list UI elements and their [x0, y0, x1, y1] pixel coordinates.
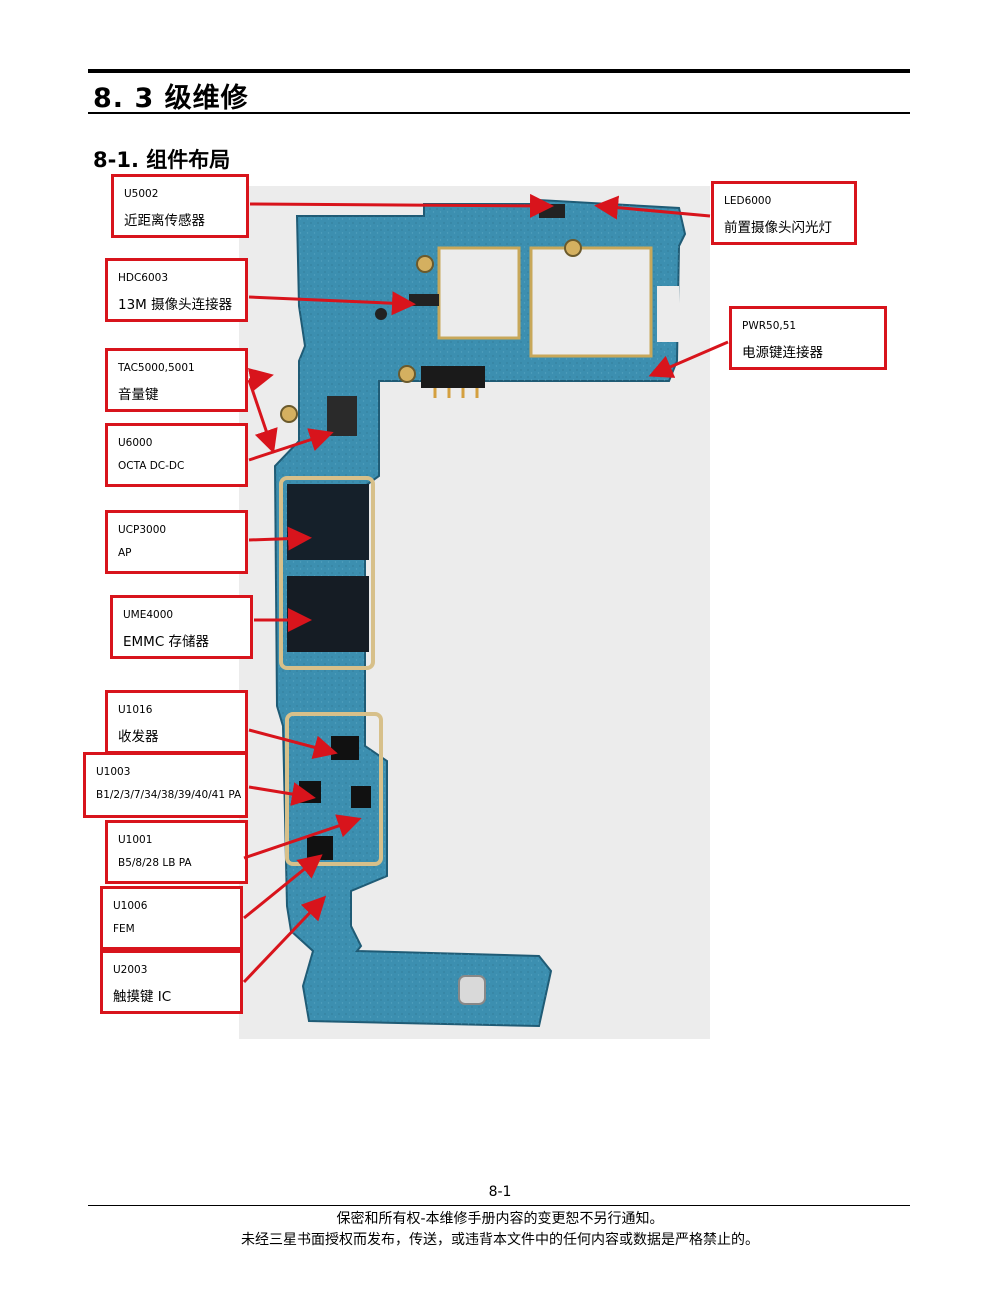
- label-u6000: U6000 OCTA DC-DC: [105, 423, 248, 487]
- footer-notice-line-1: 保密和所有权-本维修手册内容的变更恕不另行通知。: [336, 1211, 664, 1227]
- label-hdc6003: HDC6003 13M 摄像头连接器: [105, 258, 248, 322]
- circuit-board-illustration: [273, 198, 687, 1028]
- footer-notice-line-2: 未经三星书面授权而发布，传送，或违背本文件中的任何内容或数据是严格禁止的。: [241, 1232, 759, 1248]
- page-number: 8-1: [488, 1184, 512, 1200]
- header-bottom-rule: [88, 112, 910, 114]
- footer-rule: [88, 1205, 910, 1206]
- circuit-board-photo: [239, 186, 710, 1039]
- label-pwr50: PWR50,51 电源键连接器: [729, 306, 887, 370]
- subsection-title: 8-1. 组件布局: [93, 148, 231, 172]
- section-title: 8. 3 级维修: [93, 83, 249, 114]
- label-u1016: U1016 收发器: [105, 690, 248, 754]
- label-u1006: U1006 FEM: [100, 886, 243, 950]
- label-u2003: U2003 触摸键 IC: [100, 950, 243, 1014]
- label-ucp3000: UCP3000 AP: [105, 510, 248, 574]
- label-led6000: LED6000 前置摄像头闪光灯: [711, 181, 857, 245]
- label-u1003: U1003 B1/2/3/7/34/38/39/40/41 PA: [83, 752, 248, 818]
- label-u5002: U5002 近距离传感器: [111, 174, 249, 238]
- label-tac5000: TAC5000,5001 音量键: [105, 348, 248, 412]
- label-ume4000: UME4000 EMMC 存储器: [110, 595, 253, 659]
- label-u1001: U1001 B5/8/28 LB PA: [105, 820, 248, 884]
- header-top-rule: [88, 69, 910, 73]
